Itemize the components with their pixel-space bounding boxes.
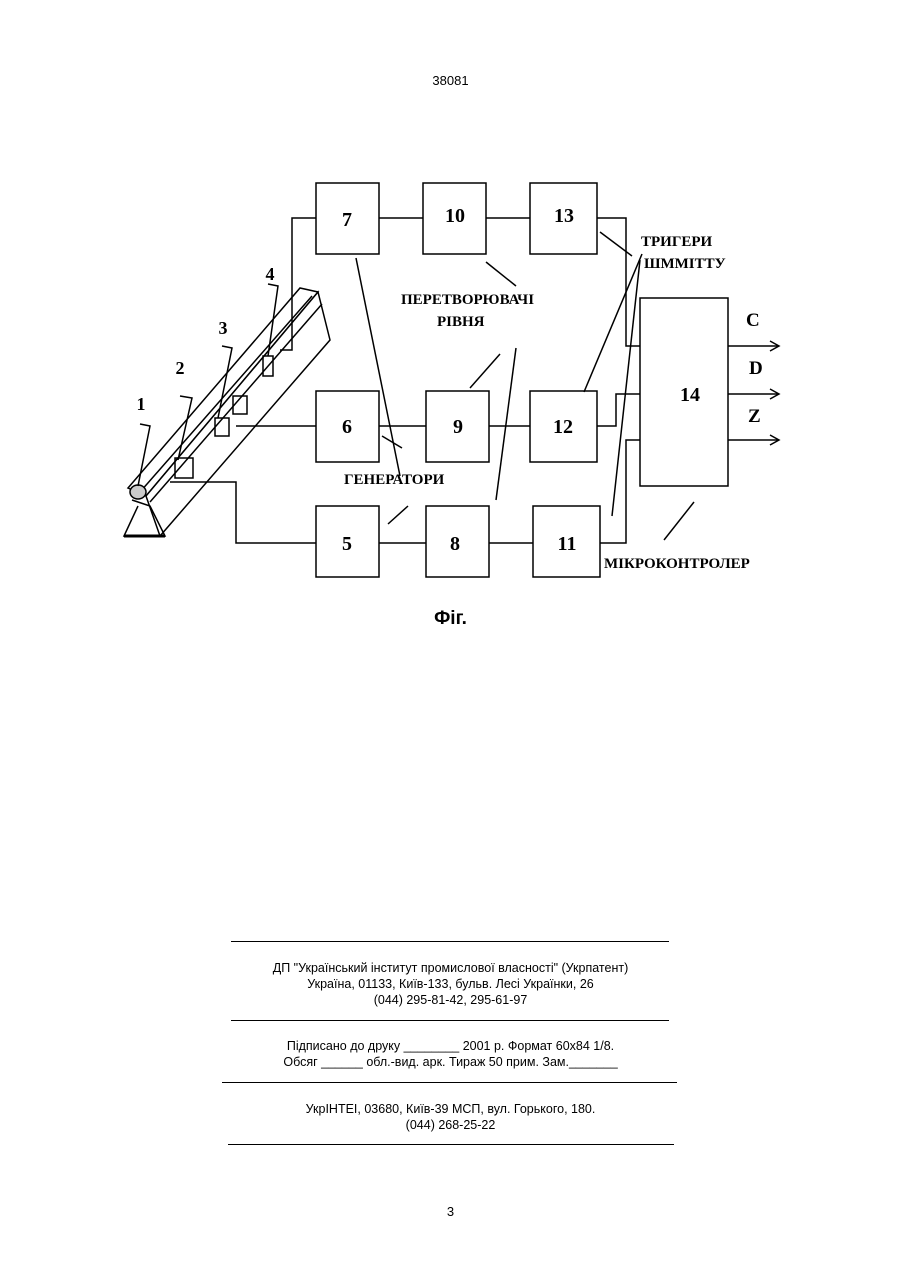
block-10-label: 10: [445, 205, 465, 227]
print-line-2: Обсяг ______ обл.-вид. арк. Тираж 50 при…: [0, 1054, 901, 1070]
block-5-label: 5: [342, 533, 352, 555]
print-line-1: Підписано до друку ________ 2001 р. Форм…: [0, 1038, 901, 1054]
output-c-label: C: [746, 310, 760, 331]
block-14-label: 14: [680, 384, 700, 406]
divider-2: [231, 1020, 669, 1021]
figure-caption: Фіг.: [0, 608, 901, 630]
block-8-label: 8: [450, 533, 460, 555]
block-6-label: 6: [342, 416, 352, 438]
divider-1: [231, 941, 669, 942]
sensor-label-3: 3: [219, 318, 228, 338]
printer-info: УкрІНТЕІ, 03680, Київ-39 МСП, вул. Горьк…: [0, 1101, 901, 1133]
block-12-label: 12: [553, 416, 573, 438]
block-9-label: 9: [453, 416, 463, 438]
printer-line-2: (044) 268-25-22: [0, 1117, 901, 1133]
sensor-label-2: 2: [176, 358, 185, 378]
sensor-label-4: 4: [266, 264, 275, 284]
triggers-label-line2: ШММІТТУ: [644, 256, 726, 272]
microcontroller-label: МІКРОКОНТРОЛЕР: [604, 556, 750, 572]
printer-line-1: УкрІНТЕІ, 03680, Київ-39 МСП, вул. Горьк…: [0, 1101, 901, 1117]
publisher-line-2: Україна, 01133, Київ-133, бульв. Лесі Ук…: [0, 976, 901, 992]
block-diagram: 7 10 13 6 9 12 5 8 11 14 1 2 3 4 ПЕРЕТВО…: [0, 0, 901, 640]
output-z-label: Z: [748, 406, 761, 427]
generators-label: ГЕНЕРАТОРИ: [344, 472, 445, 488]
divider-4: [228, 1144, 674, 1145]
block-13-label: 13: [554, 205, 574, 227]
sensor-label-1: 1: [137, 394, 146, 414]
divider-3: [222, 1082, 677, 1083]
converters-label-line1: ПЕРЕТВОРЮВАЧІ: [401, 292, 534, 308]
publisher-line-3: (044) 295-81-42, 295-61-97: [0, 992, 901, 1008]
publisher-line-1: ДП "Український інститут промислової вла…: [0, 960, 901, 976]
publisher-info: ДП "Український інститут промислової вла…: [0, 960, 901, 1008]
block-7-label: 7: [342, 209, 352, 231]
page-number: 3: [0, 1204, 901, 1219]
triggers-label-line1: ТРИГЕРИ: [641, 234, 713, 250]
block-11-label: 11: [558, 533, 577, 555]
converters-label-line2: РІВНЯ: [437, 314, 485, 330]
output-d-label: D: [749, 358, 763, 379]
print-info: Підписано до друку ________ 2001 р. Форм…: [0, 1038, 901, 1070]
